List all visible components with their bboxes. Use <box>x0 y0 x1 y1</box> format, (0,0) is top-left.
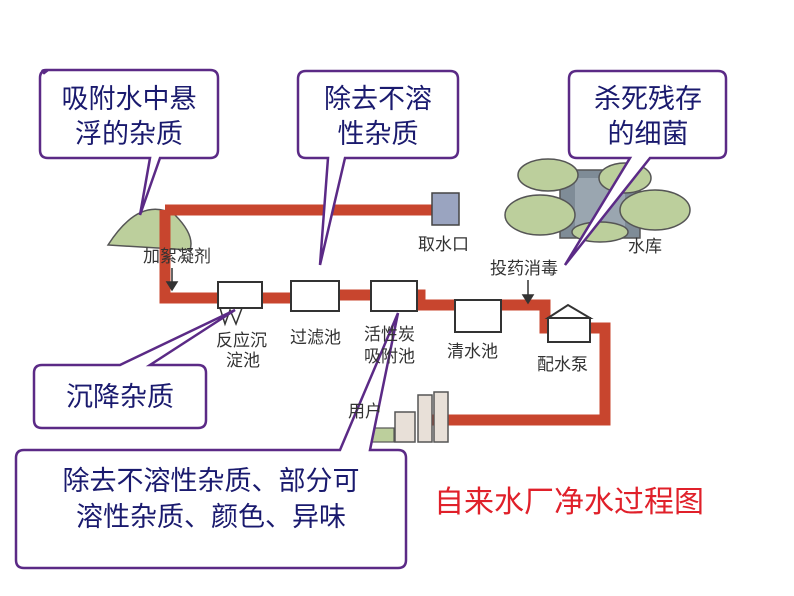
callout-kill-bacteria: 杀死残存 的细菌 <box>563 69 728 266</box>
label-water-intake: 取水口 <box>418 235 469 255</box>
label-sedimentation-1: 反应沉 <box>216 331 267 351</box>
callout-remove-insoluble-line1: 除去不溶 <box>324 84 432 115</box>
label-sedimentation-2: 淀池 <box>226 351 260 371</box>
pipe-network <box>159 204 611 426</box>
diagram-title: 自来水厂净水过程图 <box>434 485 704 520</box>
callout-carbon: 除去不溶性杂质、部分可 溶性杂质、颜色、异味 <box>14 312 408 570</box>
filter-tank <box>290 280 340 312</box>
callout-kill-bacteria-line1: 杀死残存 <box>594 84 702 115</box>
disinfect-arrow <box>521 280 535 305</box>
callout-remove-insoluble: 除去不溶 性杂质 <box>296 69 460 266</box>
callout-adsorb: 吸附水中悬 浮的杂质 <box>38 68 220 216</box>
callout-adsorb-line1: 吸附水中悬 <box>62 84 197 115</box>
callout-settle-text: 沉降杂质 <box>66 382 174 413</box>
clear-water-tank <box>454 299 502 333</box>
pump-house <box>544 303 594 343</box>
label-disinfect: 投药消毒 <box>490 259 558 279</box>
callout-settle: 沉降杂质 <box>32 308 236 430</box>
label-coagulant: 加絮凝剂 <box>143 247 211 267</box>
callout-carbon-line2: 溶性杂质、颜色、异味 <box>76 502 346 533</box>
label-user: 用户 <box>348 402 382 422</box>
callout-remove-insoluble-line2: 性杂质 <box>338 119 419 150</box>
label-filter: 过滤池 <box>290 328 341 348</box>
label-pump: 配水泵 <box>537 355 588 375</box>
label-carbon-2: 吸附池 <box>364 347 415 367</box>
carbon-tank <box>370 280 418 312</box>
label-clear-water: 清水池 <box>447 342 498 362</box>
water-intake <box>431 192 460 226</box>
callout-carbon-line1: 除去不溶性杂质、部分可 <box>63 466 360 497</box>
label-carbon-1: 活性炭 <box>364 325 415 345</box>
user-buildings <box>369 391 449 443</box>
label-reservoir: 水库 <box>628 237 662 257</box>
callout-kill-bacteria-line2: 的细菌 <box>608 119 689 150</box>
coagulant-arrow <box>165 268 179 292</box>
callout-adsorb-line2: 浮的杂质 <box>75 119 183 150</box>
reservoir-scene <box>504 158 691 243</box>
